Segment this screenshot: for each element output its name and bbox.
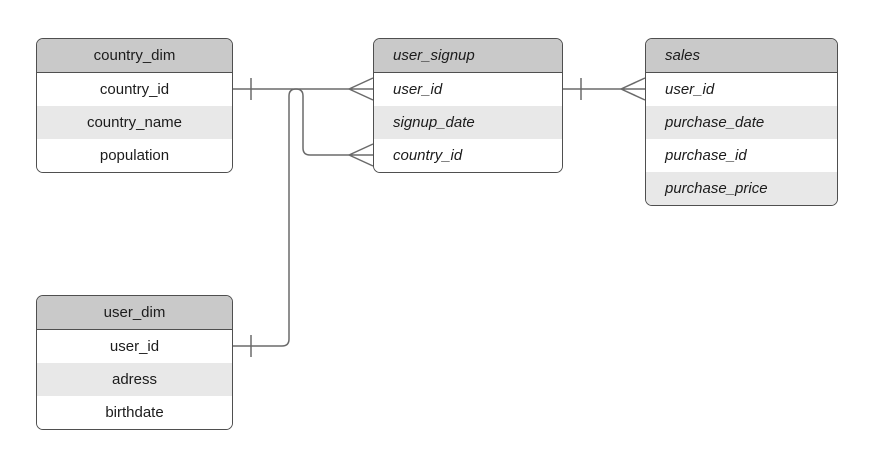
- entity-user_signup-field-country_id[interactable]: country_id: [374, 139, 562, 172]
- entity-user_dim-field-adress[interactable]: adress: [37, 363, 232, 396]
- connector-user_signup.user_id-to-sales.user_id[interactable]: [563, 77, 646, 101]
- entity-user_dim-field-birthdate[interactable]: birthdate: [37, 396, 232, 429]
- entity-country_dim-field-country_name[interactable]: country_name: [37, 106, 232, 139]
- many-cardinality-crow-foot: [348, 77, 374, 101]
- entity-sales-title[interactable]: sales: [646, 39, 837, 73]
- entity-country_dim-field-population[interactable]: population: [37, 139, 232, 172]
- entity-user_signup-field-signup_date[interactable]: signup_date: [374, 106, 562, 139]
- entity-user_signup-field-user_id[interactable]: user_id: [374, 73, 562, 106]
- connector-user_dim.user_id-to-user_signup.user_id[interactable]: [233, 77, 374, 357]
- entity-country_dim-title[interactable]: country_dim: [37, 39, 232, 73]
- many-cardinality-crow-foot: [620, 77, 646, 101]
- entity-sales-field-purchase_date[interactable]: purchase_date: [646, 106, 837, 139]
- entity-user_dim-field-user_id[interactable]: user_id: [37, 330, 232, 363]
- connector-line: [233, 88, 349, 347]
- entity-sales-field-user_id[interactable]: user_id: [646, 73, 837, 106]
- many-cardinality-crow-foot: [348, 143, 374, 167]
- entity-user_dim-title[interactable]: user_dim: [37, 296, 232, 330]
- entity-country_dim-field-country_id[interactable]: country_id: [37, 73, 232, 106]
- entity-user_signup-title[interactable]: user_signup: [374, 39, 562, 73]
- entity-sales-field-purchase_id[interactable]: purchase_id: [646, 139, 837, 172]
- entity-sales-field-purchase_price[interactable]: purchase_price: [646, 172, 837, 205]
